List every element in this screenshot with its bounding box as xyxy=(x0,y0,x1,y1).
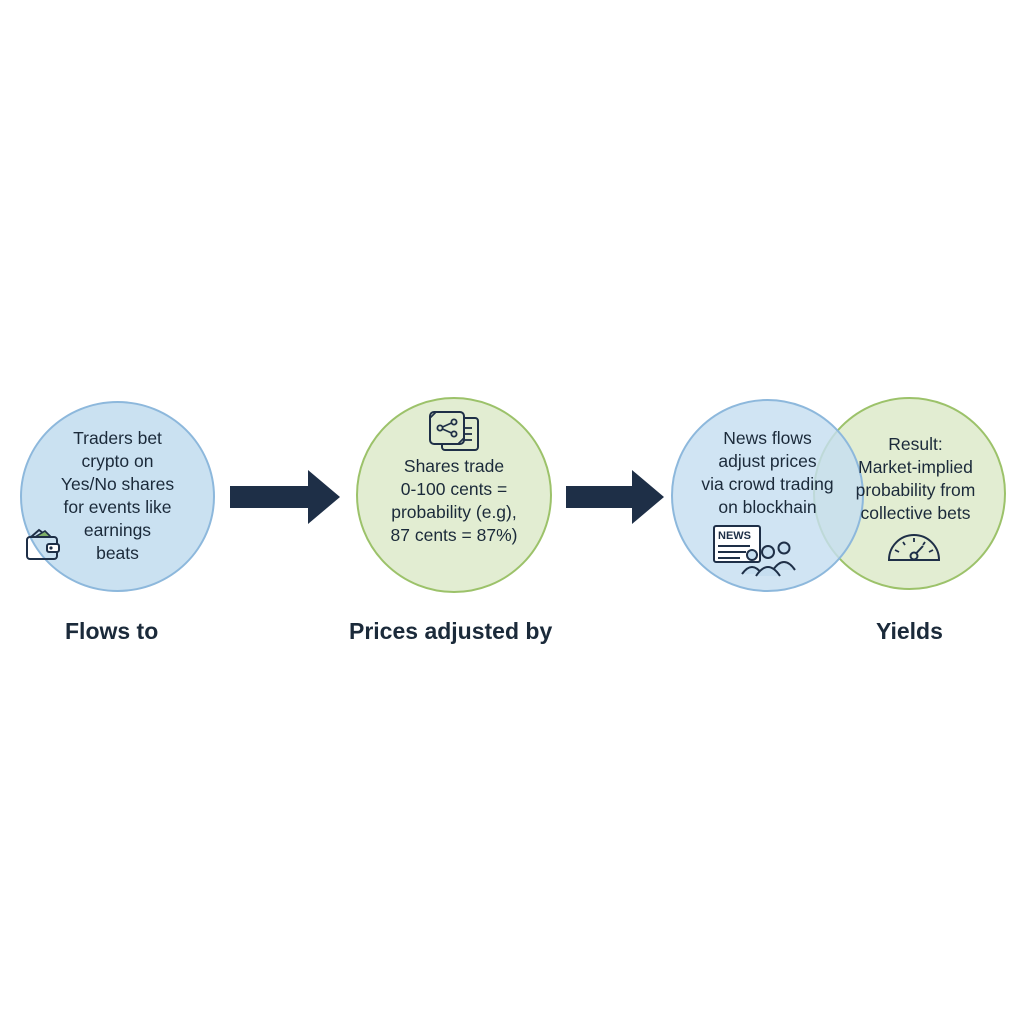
node-text-line: adjust prices xyxy=(718,451,817,471)
node-text-line: probability from xyxy=(855,480,976,500)
node-text-line: Traders bet xyxy=(73,428,162,448)
node-text-line: Yes/No shares xyxy=(60,474,175,494)
node-text-line: on blockhain xyxy=(718,497,817,517)
node-text-line: 87 cents = 87%) xyxy=(390,525,518,545)
node-text-line: Shares trade xyxy=(403,456,505,476)
svg-text:NEWS: NEWS xyxy=(718,530,751,542)
node-text-line: crypto on xyxy=(81,451,154,471)
node-text-line: for events like xyxy=(63,497,172,517)
label-prices-adjusted-by: Prices adjusted by xyxy=(349,618,553,644)
flow-arrow-2 xyxy=(566,470,664,524)
node-text-line: Result: xyxy=(888,434,943,454)
node-traders-bet-circle xyxy=(20,401,215,592)
smart-contract-icon xyxy=(429,411,479,451)
gauge-icon xyxy=(887,534,941,561)
node-text-line: Market-implied xyxy=(858,457,973,477)
node-text-line: via crowd trading xyxy=(701,474,834,494)
wallet-icon xyxy=(26,528,60,560)
node-traders-bet-text: Traders bet crypto on Yes/No shares for … xyxy=(40,427,195,565)
node-text-line: beats xyxy=(96,543,139,563)
node-text-line: 0-100 cents = xyxy=(400,479,508,499)
node-text-line: News flows xyxy=(723,428,812,448)
node-news-flows-text: News flows adjust prices via crowd tradi… xyxy=(681,427,854,519)
flow-arrow-1 xyxy=(230,470,340,524)
node-text-line: probability (e.g), xyxy=(391,502,517,522)
news-crowd-icon: NEWS xyxy=(713,525,796,577)
node-result-text: Result: Market-implied probability from … xyxy=(838,433,993,525)
node-text-line: earnings xyxy=(83,520,152,540)
label-yields: Yields xyxy=(876,618,943,644)
node-shares-trade-text: Shares trade 0-100 cents = probability (… xyxy=(370,455,538,547)
node-news-flows-circle xyxy=(671,399,864,592)
label-flows-to: Flows to xyxy=(65,618,159,644)
node-text-line: collective bets xyxy=(860,503,971,523)
